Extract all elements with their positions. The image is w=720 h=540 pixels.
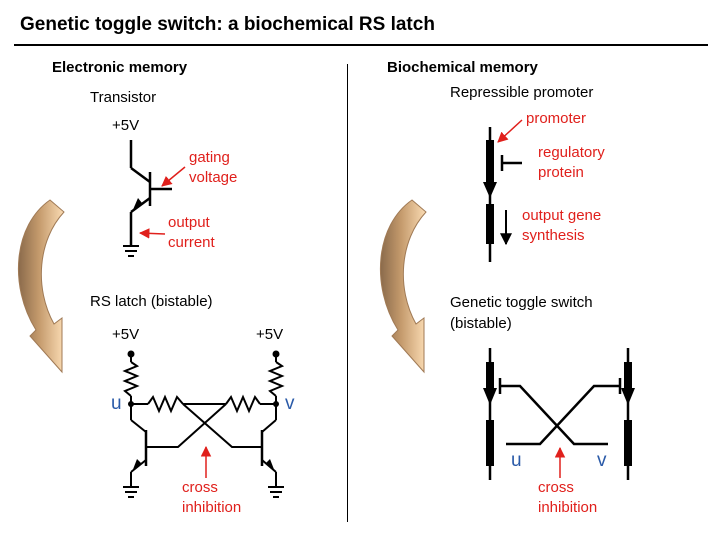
transistor-label: Transistor xyxy=(90,89,157,106)
rs-latch-voltage-right: +5V xyxy=(256,326,284,343)
rs-latch-supply-left-node xyxy=(127,350,135,358)
regulatory-protein-annotation: regulatory protein xyxy=(538,144,605,181)
toggle-switch-diagram xyxy=(483,348,635,480)
rs-latch-cross-inhibition: cross inhibition xyxy=(182,479,242,516)
promoter-symbol xyxy=(483,127,522,262)
title-underline xyxy=(14,44,708,46)
rs-latch-right-emitter-arrow xyxy=(266,459,275,472)
rs-latch-left-emitter-arrow xyxy=(132,459,141,472)
column-divider xyxy=(347,64,348,522)
page-title: Genetic toggle switch: a biochemical RS … xyxy=(20,14,435,35)
rs-latch-label: RS latch (bistable) xyxy=(90,293,213,310)
toggle-switch-label: Genetic toggle switch (bistable) xyxy=(450,294,593,332)
promoter-pointer xyxy=(497,119,523,143)
rs-latch-v-node xyxy=(273,401,279,407)
rs-latch-node-v-label: v xyxy=(285,393,295,414)
electronic-memory-heading: Electronic memory xyxy=(52,59,188,76)
gating-voltage-pointer xyxy=(161,166,186,187)
transistor-symbol xyxy=(123,140,172,257)
biochemical-memory-heading: Biochemical memory xyxy=(387,59,538,76)
rs-latch-supply-right-node xyxy=(272,350,280,358)
promoter-annotation: promoter xyxy=(526,110,587,127)
output-gene-synthesis-annotation: output gene synthesis xyxy=(522,207,602,244)
toggle-node-u-label: u xyxy=(511,450,522,471)
rs-latch-circuit xyxy=(122,354,285,498)
transistor-emitter-arrow xyxy=(132,198,142,212)
output-current-annotation: output current xyxy=(168,214,215,251)
transistor-voltage-label: +5V xyxy=(112,117,140,134)
output-current-pointer xyxy=(138,228,166,239)
rs-latch-u-node xyxy=(128,401,134,407)
curved-arrow-left xyxy=(18,199,65,374)
curved-arrow-right xyxy=(380,199,427,374)
rs-latch-node-u-label: u xyxy=(111,393,122,414)
toggle-node-v-label: v xyxy=(597,450,607,471)
rs-latch-voltage-left: +5V xyxy=(112,326,140,343)
repressible-promoter-label: Repressible promoter xyxy=(450,84,594,101)
gating-voltage-annotation: gating voltage xyxy=(189,149,238,186)
toggle-cross-inhibition: cross inhibition xyxy=(538,479,598,516)
